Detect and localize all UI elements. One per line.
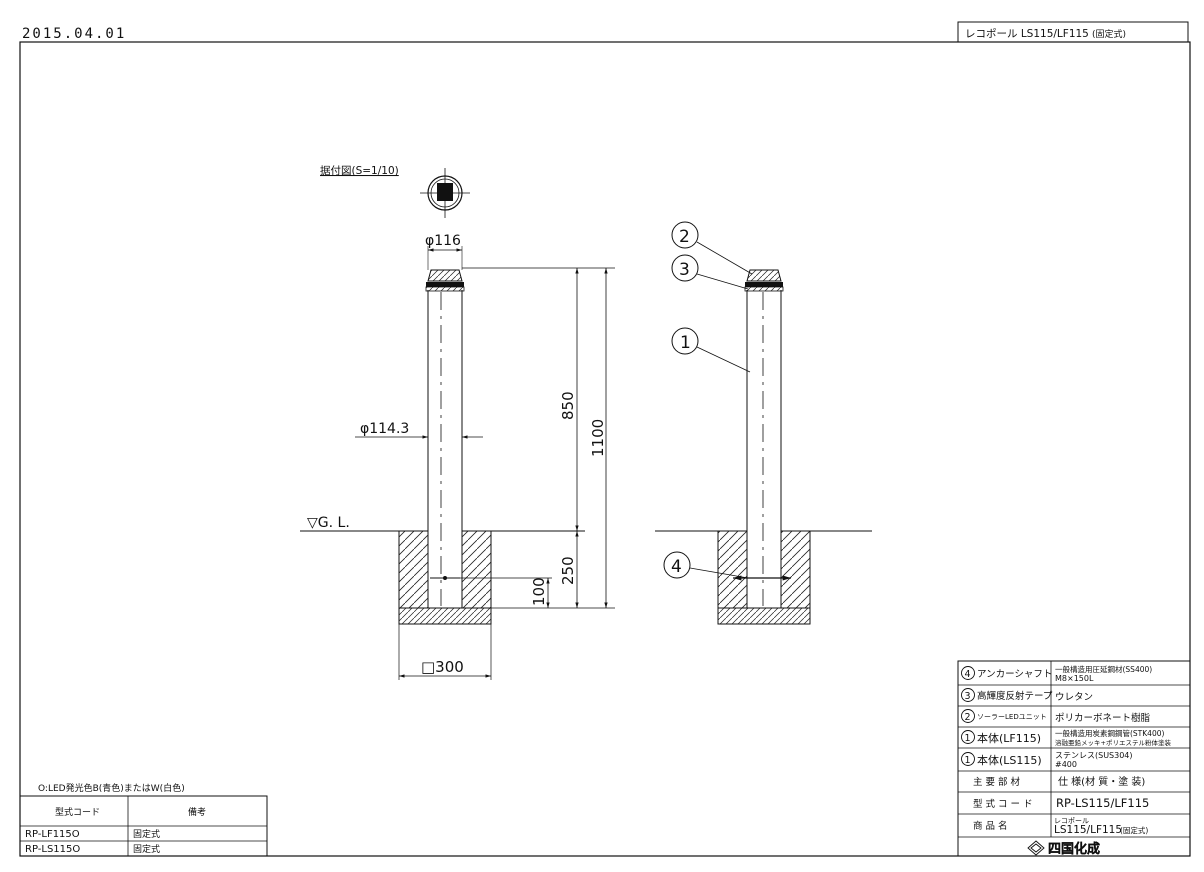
dim-depth: 250 xyxy=(559,556,577,585)
company-name: 四国化成 xyxy=(1048,841,1100,857)
title-block: 4 アンカーシャフト 一般構造用圧延鋼材(SS400) M8×150L 3 高輝… xyxy=(957,660,1191,857)
dim-height-total: 1100 xyxy=(589,419,607,457)
part-name: 高輝度反射テープ xyxy=(977,690,1053,702)
part-spec: 溶融亜鉛メッキ+ポリエステル粉体塗装 xyxy=(1055,738,1171,747)
callout-4: 4 xyxy=(671,557,682,577)
drawing-date: 2015.04.01 xyxy=(22,26,126,42)
code-table-header-code: 型式コード xyxy=(55,806,100,818)
company-logo: 四国化成 xyxy=(1027,840,1100,857)
dim-diameter-top: φ116 xyxy=(425,233,461,249)
code-table: 型式コード 備考 RP-LF115O 固定式 RP-LS115O 固定式 xyxy=(19,795,268,857)
title-product: レコポール LS115/LF115 xyxy=(965,28,1089,40)
code-table-cell: 固定式 xyxy=(133,843,160,855)
part-spec: ポリカーボネート樹脂 xyxy=(1055,712,1151,724)
part-spec: ステンレス(SUS304) xyxy=(1055,751,1133,760)
callout-2: 2 xyxy=(679,227,690,247)
install-view-label: 据付図(S=1/10) xyxy=(320,164,399,177)
part-no: 1 xyxy=(965,755,971,766)
part-name: 本体(LF115) xyxy=(977,731,1041,745)
right-parts-view: 2 3 1 4 xyxy=(655,221,872,625)
model-value: RP-LS115/LF115 xyxy=(1056,796,1149,810)
left-elevation-view: 据付図(S=1/10) φ116 φ114.3 ▽G. L. xyxy=(300,164,615,680)
dim-height-above: 850 xyxy=(559,391,577,420)
callout-1: 1 xyxy=(680,333,691,353)
part-spec: ウレタン xyxy=(1055,692,1093,703)
part-spec: 一般構造用炭素鋼鋼管(STK400) xyxy=(1055,728,1165,738)
plan-view-symbol xyxy=(420,168,470,218)
part-no: 1 xyxy=(965,733,971,744)
part-no: 3 xyxy=(965,691,971,702)
product-value-line1: レコポール xyxy=(1054,817,1089,825)
ground-label-left: ▽G. L. xyxy=(307,515,350,531)
code-table-cell: 固定式 xyxy=(133,828,160,840)
part-name: アンカーシャフト xyxy=(977,669,1052,680)
code-table-cell: RP-LS115O xyxy=(25,844,80,855)
product-value-line2: LS115/LF115 xyxy=(1054,824,1122,836)
model-label: 型 式 コ ー ド xyxy=(973,798,1033,810)
part-no: 2 xyxy=(965,712,971,723)
code-table-cell: RP-LF115O xyxy=(25,829,80,840)
title-block-header-left: 主 要 部 材 xyxy=(973,776,1021,788)
part-spec: #400 xyxy=(1055,760,1077,769)
part-no: 4 xyxy=(965,669,971,680)
product-label: 商 品 名 xyxy=(973,820,1008,832)
callout-3: 3 xyxy=(679,260,690,280)
legend-note: O:LED発光色B(青色)またはW(白色) xyxy=(38,782,185,794)
product-value-note: (固定式) xyxy=(1120,825,1148,835)
dim-base: □300 xyxy=(421,658,464,676)
part-name: ソーラーLEDユニット xyxy=(977,713,1047,721)
title-note: (固定式) xyxy=(1092,28,1126,40)
dim-anchor-height: 100 xyxy=(530,577,548,606)
part-spec: 一般構造用圧延鋼材(SS400) xyxy=(1055,664,1152,674)
part-name: 本体(LS115) xyxy=(977,753,1042,767)
sheet-frame xyxy=(19,41,1191,857)
code-table-header-note: 備考 xyxy=(188,806,206,818)
dim-diameter-pipe: φ114.3 xyxy=(360,421,409,437)
title-block-header-right: 仕 様(材 質・塗 装) xyxy=(1058,775,1145,788)
part-spec: M8×150L xyxy=(1055,674,1094,683)
